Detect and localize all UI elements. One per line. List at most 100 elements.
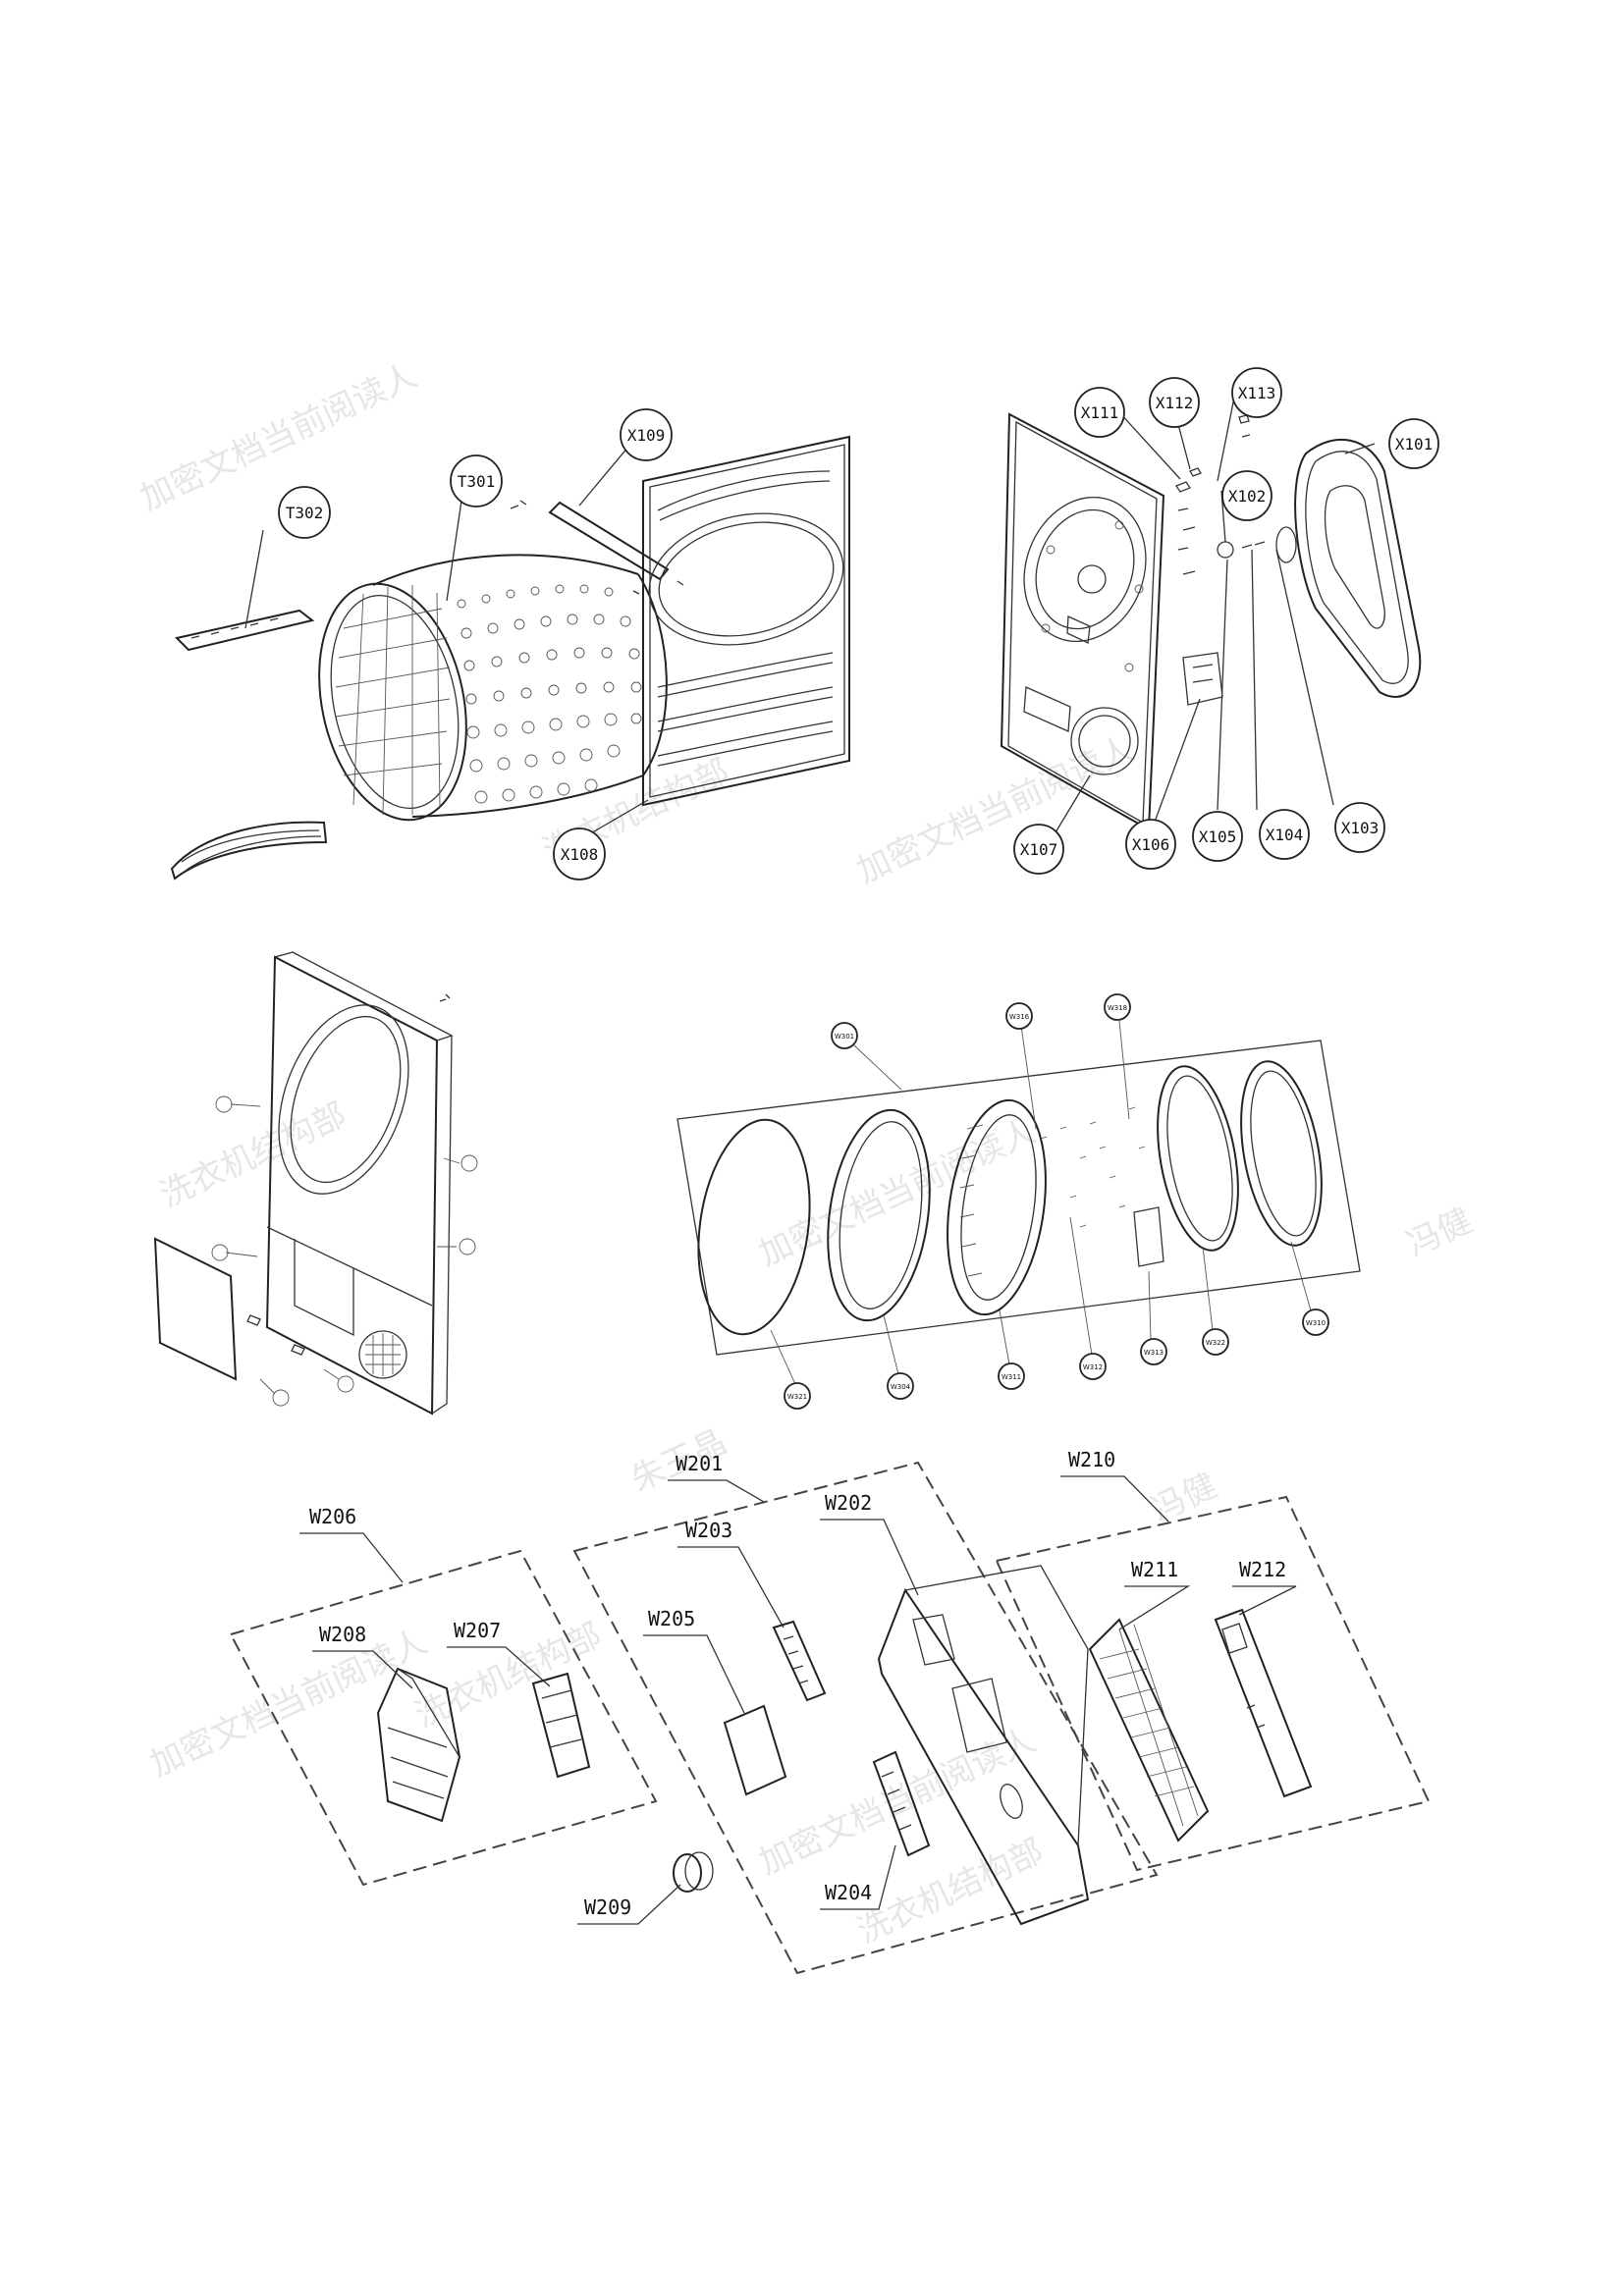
svg-text:W313: W313 [1144,1349,1164,1357]
callout-w301: W301 [831,1022,858,1049]
svg-text:X103: X103 [1341,819,1380,837]
callout-x112: X112 [1149,377,1200,428]
label-w201: W201 [668,1452,765,1503]
label-w210: W210 [1060,1448,1169,1522]
callout-x106: X106 [1125,819,1176,870]
callout-w312: W312 [1079,1353,1107,1380]
svg-text:W205: W205 [648,1607,695,1630]
fastener-parts [1175,414,1297,706]
rear-panel-part [642,435,850,807]
callout-w322: W322 [1202,1328,1229,1356]
svg-text:T302: T302 [286,504,324,522]
drum-assembly: T302 T301 X109 X108 [170,408,850,881]
callout-x102: X102 [1221,470,1272,521]
svg-text:X112: X112 [1156,394,1194,412]
label-w204: W204 [820,1844,896,1910]
svg-text:W312: W312 [1083,1363,1103,1371]
rear-frame-assembly: X111 X112 X113 X102 X101 X103 X104 X105 [1000,367,1439,875]
pcb-frame-part [1088,1618,1210,1842]
watermark: 洗衣机结构部 [851,1832,1050,1951]
drive-belt-part [1294,438,1422,698]
svg-text:X113: X113 [1238,384,1276,402]
callout-x107: X107 [1013,824,1064,875]
callout-x109: X109 [620,408,673,461]
svg-text:X105: X105 [1199,828,1237,846]
callout-x103: X103 [1334,802,1385,853]
callout-x113: X113 [1231,367,1282,418]
pcb-board-part [1214,1608,1313,1798]
callout-w316: W316 [1005,1002,1033,1030]
drum-baffle-part [170,609,328,881]
svg-text:X106: X106 [1132,835,1170,854]
svg-text:W204: W204 [825,1881,872,1904]
watermark: 加密文档当前阅读人 [753,1112,1042,1275]
callout-w318: W318 [1104,993,1131,1021]
svg-text:X102: X102 [1228,487,1267,506]
svg-text:W211: W211 [1131,1558,1178,1581]
rear-frame-part [1000,412,1165,831]
button-strip-lower-part [872,1750,931,1857]
control-panel-assembly: W206 W208 W207 W201 W203 W202 W205 W204 [229,1448,1431,1975]
callout-x101: X101 [1388,418,1439,469]
label-w209: W209 [577,1884,681,1925]
label-w206: W206 [299,1505,404,1583]
svg-text:W310: W310 [1306,1319,1326,1327]
svg-text:W212: W212 [1239,1558,1286,1581]
front-cabinet-assembly [153,951,478,1415]
watermark: 加密文档当前阅读人 [135,356,423,519]
svg-text:T301: T301 [458,472,496,491]
callout-x104: X104 [1259,809,1310,860]
label-w211: W211 [1118,1558,1191,1630]
label-w212: W212 [1232,1558,1297,1616]
watermark: 冯健 [1401,1201,1479,1264]
svg-text:W202: W202 [825,1491,872,1515]
svg-text:W322: W322 [1206,1339,1225,1347]
callout-w310: W310 [1302,1308,1329,1336]
label-w207: W207 [447,1619,551,1687]
button-strip-part [772,1620,827,1702]
svg-text:W208: W208 [319,1623,366,1646]
callout-t302: T302 [278,486,331,539]
drawer-insert-part [531,1672,591,1779]
callout-x105: X105 [1192,811,1243,862]
svg-text:X111: X111 [1081,403,1119,422]
svg-text:X101: X101 [1395,435,1434,454]
callout-w304: W304 [887,1372,914,1400]
control-panel-part [877,1565,1090,1926]
svg-text:X109: X109 [627,426,666,445]
dispenser-drawer-part [376,1667,461,1823]
callout-w321: W321 [784,1382,811,1410]
svg-text:W321: W321 [787,1393,807,1401]
svg-text:W206: W206 [309,1505,356,1528]
callout-t301: T301 [450,454,503,507]
control-knob-part [673,1851,714,1893]
svg-text:W201: W201 [676,1452,723,1475]
label-w202: W202 [820,1491,919,1596]
svg-text:W311: W311 [1001,1373,1021,1381]
label-w203: W203 [677,1519,785,1629]
callout-x111: X111 [1074,387,1125,438]
callout-w311: W311 [998,1362,1025,1390]
svg-text:W304: W304 [891,1383,911,1391]
drum-bracket-part [510,500,684,595]
callout-x108: X108 [553,828,606,881]
watermark: 加密文档当前阅读人 [851,729,1140,892]
svg-text:X104: X104 [1266,826,1304,844]
svg-text:W210: W210 [1068,1448,1115,1471]
svg-text:W203: W203 [685,1519,732,1542]
callout-w313: W313 [1140,1338,1167,1365]
svg-text:W209: W209 [584,1896,631,1919]
svg-text:W301: W301 [835,1033,854,1041]
watermark: 加密文档当前阅读人 [144,1623,433,1786]
watermark: 洗衣机结构部 [154,1095,352,1215]
door-assembly: W301 W316 W318 W321 W304 W311 W312 W313 [677,993,1361,1410]
display-window-part [723,1704,787,1796]
svg-text:W316: W316 [1009,1013,1030,1021]
svg-text:X107: X107 [1020,840,1058,859]
label-w205: W205 [643,1607,745,1714]
watermark-layer: 加密文档当前阅读人 洗衣机结构部 加密文档当前阅读人 洗衣机结构部 加密文档当前… [135,356,1479,1952]
drum-part [318,554,668,822]
svg-text:W207: W207 [454,1619,501,1642]
